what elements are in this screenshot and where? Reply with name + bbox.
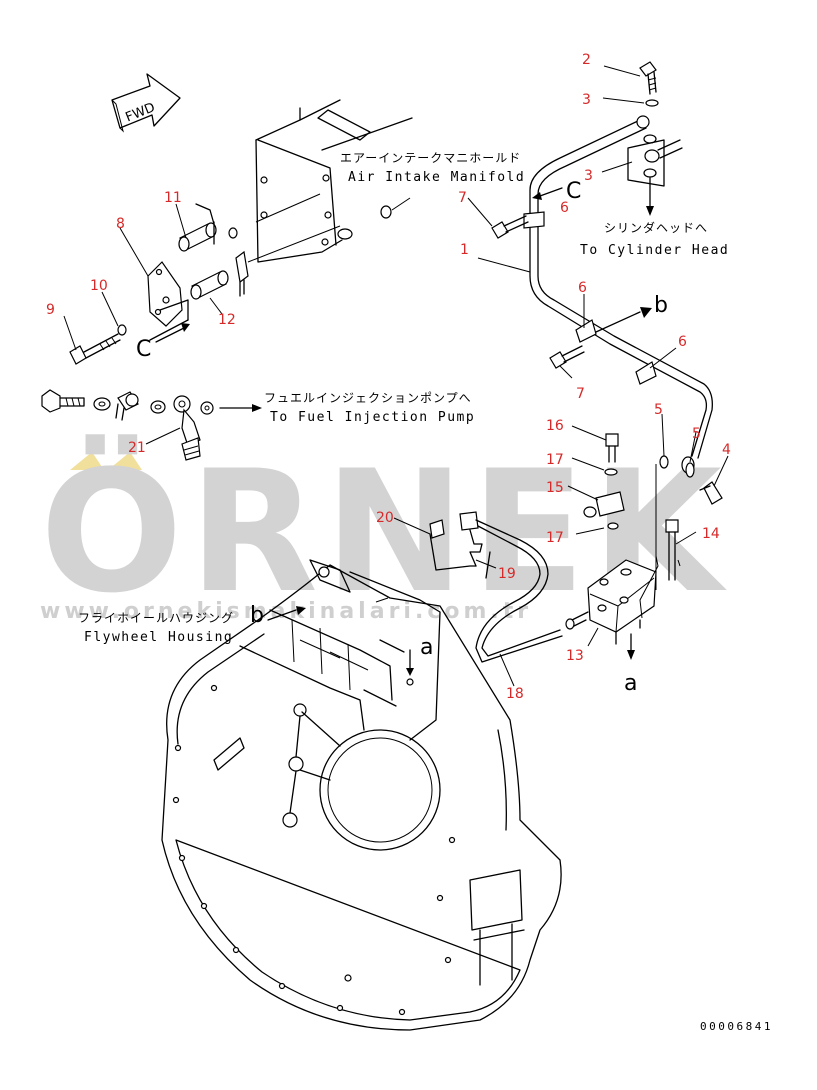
watermark-accent-right <box>108 452 142 470</box>
flywheel-label-jp: フライホイールハウジング <box>78 611 234 625</box>
fuel-pump-fittings <box>41 389 262 461</box>
watermark-accent-left <box>70 452 104 470</box>
part-number-2: 2 <box>582 52 591 68</box>
part-number-13: 13 <box>566 648 584 664</box>
cylinder-head-label-en: To Cylinder Head <box>580 243 729 258</box>
air-intake-label-jp: エアーインテークマニホールド <box>340 151 521 165</box>
flywheel-label-en: Flywheel Housing <box>84 630 233 645</box>
fuel-pump-label-en: To Fuel Injection Pump <box>270 410 475 425</box>
part-number-3: 3 <box>584 168 593 184</box>
part-number-8: 8 <box>116 216 125 232</box>
air-intake-manifold <box>255 99 413 263</box>
part-number-19: 19 <box>498 566 516 582</box>
drawing-code: 00006841 <box>700 1020 773 1033</box>
part-number-7: 7 <box>458 190 467 206</box>
part-numbers: 2 3 3 7 6 1 6 6 7 5 5 4 16 17 15 17 14 1… <box>46 52 731 702</box>
leader-lines <box>63 65 729 687</box>
part-number-5: 5 <box>692 426 701 442</box>
part-number-21: 21 <box>128 440 146 456</box>
part-number-6: 6 <box>578 280 587 296</box>
part-number-3: 3 <box>582 92 591 108</box>
part-number-17: 17 <box>546 452 564 468</box>
block-assembly <box>565 433 723 660</box>
view-arrow-b-left <box>267 606 306 621</box>
part-number-6: 6 <box>560 200 569 216</box>
view-letters: C C b b a a <box>136 179 668 696</box>
pipe-18 <box>429 511 563 663</box>
part-number-15: 15 <box>546 480 564 496</box>
fwd-label: FWD <box>124 100 158 125</box>
part-number-20: 20 <box>376 510 394 526</box>
view-arrow-b-right <box>595 307 652 333</box>
part-number-11: 11 <box>164 190 182 206</box>
part-number-14: 14 <box>702 526 720 542</box>
part-number-17: 17 <box>546 530 564 546</box>
pipe-1 <box>523 115 713 474</box>
part-number-6: 6 <box>678 334 687 350</box>
part-number-4: 4 <box>722 442 731 458</box>
part-number-10: 10 <box>90 278 108 294</box>
pipe-1-hardware <box>491 61 683 369</box>
fuel-pump-label-jp: フュエルインジェクションポンプへ <box>264 391 472 405</box>
cylinder-head-label-jp: シリンダヘッドへ <box>604 220 708 235</box>
view-arrow-c-left <box>155 323 190 343</box>
flywheel-housing <box>161 559 562 1031</box>
part-number-16: 16 <box>546 418 564 434</box>
view-letter-b: b <box>654 293 668 318</box>
view-letter-a: a <box>624 671 637 696</box>
bracket-assembly <box>69 193 341 365</box>
part-number-12: 12 <box>218 312 236 328</box>
view-letter-c: C <box>136 337 151 362</box>
washer-10 <box>117 324 127 336</box>
part-number-18: 18 <box>506 686 524 702</box>
part-number-9: 9 <box>46 302 55 318</box>
rim-bolt-holes <box>172 678 456 1016</box>
part-number-5: 5 <box>654 402 663 418</box>
watermark-url: www.ornekismakinalari.com.tr <box>40 599 532 624</box>
view-letter-a: a <box>420 635 433 660</box>
part-number-1: 1 <box>460 242 469 258</box>
view-letter-c: C <box>566 179 581 204</box>
air-intake-label-en: Air Intake Manifold <box>348 170 525 185</box>
fwd-arrow: FWD <box>111 73 181 133</box>
part-number-7: 7 <box>576 386 585 402</box>
view-letter-b: b <box>250 603 264 628</box>
